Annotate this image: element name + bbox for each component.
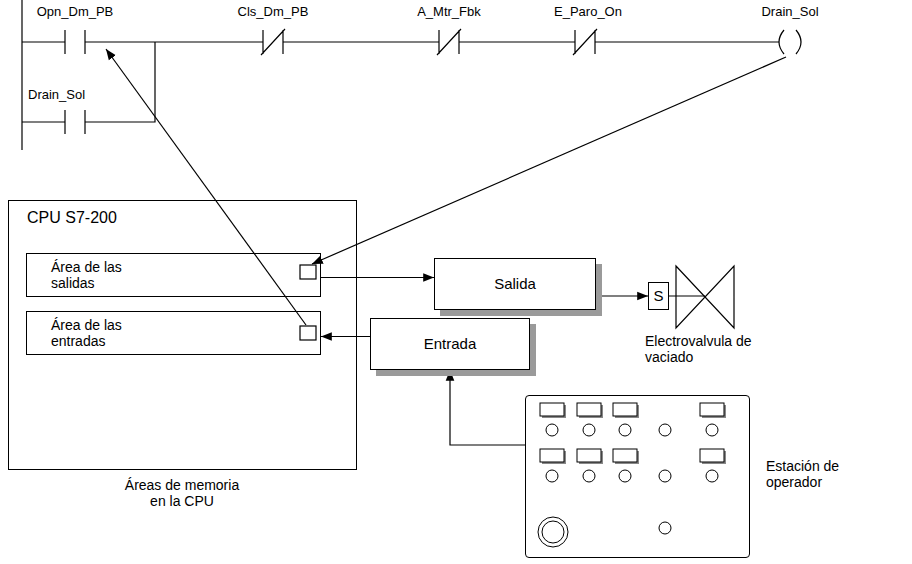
memory-area: Área de las entradas bbox=[26, 311, 321, 355]
ladder-rail bbox=[21, 0, 22, 150]
memory-area: Área de las salidas bbox=[26, 253, 321, 297]
leader-arrow bbox=[312, 57, 786, 264]
panel-button bbox=[540, 403, 564, 416]
panel-lamp bbox=[659, 522, 671, 534]
panel-button bbox=[700, 403, 724, 416]
signal-name: Opn_Dm_PB bbox=[15, 5, 135, 20]
emergency-button bbox=[542, 521, 564, 543]
node-text: S bbox=[653, 287, 663, 304]
panel-button bbox=[613, 449, 637, 462]
device-label: Electrovalvula de vaciado bbox=[645, 333, 770, 365]
module-box: Entrada bbox=[370, 318, 530, 370]
operator-panel: Estación de operador bbox=[525, 395, 750, 558]
valve-symbol bbox=[676, 266, 734, 328]
panel-lamp bbox=[706, 470, 718, 482]
node-text: Salida bbox=[494, 275, 536, 292]
valve-stem bbox=[668, 295, 705, 296]
panel-lamp bbox=[583, 424, 595, 436]
panel-lamp bbox=[659, 424, 671, 436]
panel-lamp bbox=[619, 470, 631, 482]
signal-arrow bbox=[596, 295, 648, 296]
signal-arrow bbox=[321, 336, 370, 337]
panel-lamp bbox=[706, 424, 718, 436]
node-text: Entrada bbox=[424, 335, 477, 352]
panel-button bbox=[540, 449, 564, 462]
nc-contact bbox=[261, 29, 285, 55]
rung-wire bbox=[22, 41, 779, 42]
memory-bit bbox=[300, 326, 316, 340]
area-label: Áreas de memoria en la CPU bbox=[117, 477, 247, 509]
nc-contact bbox=[437, 29, 461, 55]
signal-arrow bbox=[450, 370, 525, 445]
signal-name: Drain_Sol bbox=[730, 5, 850, 20]
leader-arrow bbox=[106, 49, 306, 325]
no-contact bbox=[65, 30, 85, 54]
panel-button bbox=[613, 403, 637, 416]
signal-name: A_Mtr_Fbk bbox=[389, 5, 509, 20]
node-text: Área de las entradas bbox=[51, 317, 146, 349]
panel-lamp bbox=[619, 424, 631, 436]
node-text: Área de las salidas bbox=[51, 259, 146, 291]
panel-lamp bbox=[659, 470, 671, 482]
emergency-button bbox=[538, 517, 568, 547]
panel-lamp bbox=[546, 424, 558, 436]
module-box: Salida bbox=[434, 258, 596, 310]
panel-button bbox=[700, 449, 724, 462]
signal-arrow bbox=[321, 277, 434, 278]
output-coil bbox=[779, 30, 801, 54]
memory-bit bbox=[300, 265, 316, 279]
branch-wire bbox=[22, 42, 155, 122]
no-contact bbox=[65, 110, 85, 134]
cpu-box: CPU S7-200Área de las salidasÁrea de las… bbox=[8, 200, 357, 470]
panel-button bbox=[577, 403, 601, 416]
signal-name: E_Paro_On bbox=[528, 5, 648, 20]
solenoid-box: S bbox=[648, 282, 669, 310]
node-text: CPU S7-200 bbox=[27, 209, 117, 227]
signal-name: Cls_Dm_PB bbox=[213, 5, 333, 20]
panel-lamp bbox=[583, 470, 595, 482]
panel-button bbox=[577, 449, 601, 462]
panel-lamp bbox=[546, 470, 558, 482]
signal-name: Drain_Sol bbox=[28, 88, 138, 103]
nc-contact bbox=[573, 29, 597, 55]
node-heading: Estación de operador bbox=[766, 458, 866, 490]
